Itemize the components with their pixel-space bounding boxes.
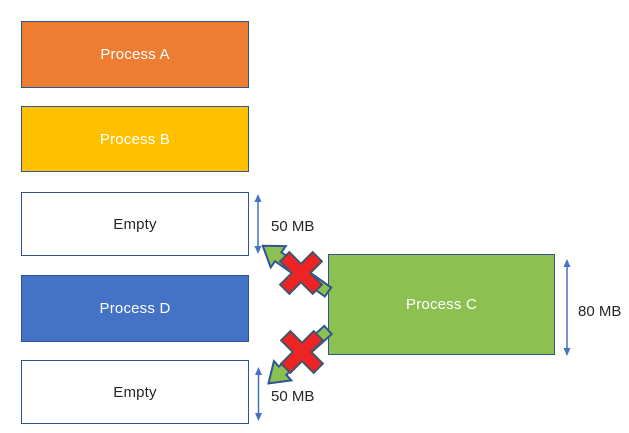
blocked-cross-icon-top xyxy=(278,250,324,296)
size-label-process-c: 80 MB xyxy=(578,303,622,320)
block-empty-bottom: Empty xyxy=(21,360,249,424)
block-process-a-label: Process A xyxy=(100,46,170,63)
move-attempt-arrow-bottom xyxy=(267,324,334,385)
block-process-a: Process A xyxy=(21,21,249,88)
move-attempt-arrow-top xyxy=(261,244,333,298)
block-empty-top: Empty xyxy=(21,192,249,256)
size-label-empty-top: 50 MB xyxy=(271,218,315,235)
block-process-c: Process C xyxy=(328,254,555,355)
block-process-d-label: Process D xyxy=(99,300,171,317)
block-empty-top-label: Empty xyxy=(113,215,157,233)
block-process-c-label: Process C xyxy=(406,296,477,313)
size-label-empty-bottom: 50 MB xyxy=(271,388,315,405)
blocked-cross-icon-bottom xyxy=(279,329,325,375)
block-process-b: Process B xyxy=(21,106,249,172)
block-process-d: Process D xyxy=(21,275,249,342)
block-process-b-label: Process B xyxy=(99,130,171,148)
block-empty-bottom-label: Empty xyxy=(113,383,157,401)
